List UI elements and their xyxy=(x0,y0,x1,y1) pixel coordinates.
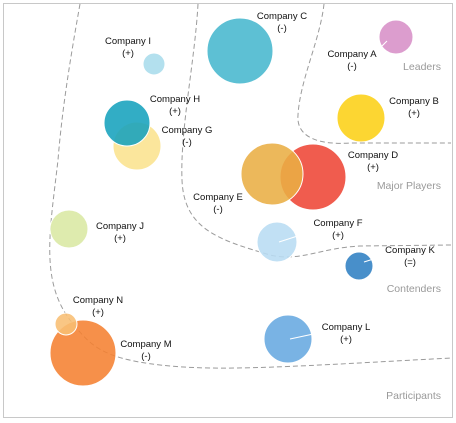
trend-company-h: (+) xyxy=(169,106,181,117)
label-company-n: Company N xyxy=(73,295,123,306)
label-company-d: Company D xyxy=(348,150,398,161)
label-company-l: Company L xyxy=(322,322,371,333)
bubble-company-j[interactable] xyxy=(49,209,89,249)
zone-label-participants: Participants xyxy=(386,390,441,402)
label-company-f: Company F xyxy=(313,218,362,229)
bubble-company-a[interactable] xyxy=(378,19,414,55)
label-company-m: Company M xyxy=(120,339,171,350)
labels-layer: Company A(-)Company B(+)Company C(-)Comp… xyxy=(73,11,439,362)
label-company-c: Company C xyxy=(257,11,307,22)
zone-label-leaders: Leaders xyxy=(403,61,441,73)
bubble-company-h[interactable] xyxy=(103,99,151,147)
label-company-e: Company E xyxy=(193,192,243,203)
label-company-b: Company B xyxy=(389,96,439,107)
trend-company-j: (+) xyxy=(114,233,126,244)
bubble-company-m[interactable] xyxy=(49,319,117,387)
bubble-company-i[interactable] xyxy=(142,52,166,76)
trend-company-a: (-) xyxy=(347,61,357,72)
trend-company-e: (-) xyxy=(213,204,223,215)
label-company-a: Company A xyxy=(327,49,377,60)
zone-label-major-players: Major Players xyxy=(377,180,441,192)
trend-company-d: (+) xyxy=(367,162,379,173)
trend-company-c: (-) xyxy=(277,23,287,34)
label-company-h: Company H xyxy=(150,94,200,105)
trend-company-n: (+) xyxy=(92,307,104,318)
trend-company-i: (+) xyxy=(122,48,134,59)
trend-company-l: (+) xyxy=(340,334,352,345)
leader-lines-layer xyxy=(278,40,388,340)
trend-company-m: (-) xyxy=(141,351,151,362)
boundary-leaders xyxy=(297,3,451,144)
bubble-company-l[interactable] xyxy=(263,314,313,364)
bubble-company-e[interactable] xyxy=(240,142,304,206)
bubble-company-c[interactable] xyxy=(206,17,274,85)
bubbles-layer xyxy=(49,17,414,387)
bubble-company-n[interactable] xyxy=(54,312,78,336)
trend-company-b: (+) xyxy=(408,108,420,119)
trend-company-k: (=) xyxy=(404,257,416,268)
leader-line-company-a xyxy=(379,40,388,49)
label-company-i: Company I xyxy=(105,36,151,47)
label-company-j: Company J xyxy=(96,221,144,232)
leader-line-company-l xyxy=(289,332,319,340)
label-company-k: Company K xyxy=(385,245,435,256)
zone-label-contenders: Contenders xyxy=(387,283,441,295)
leader-line-company-f xyxy=(278,231,311,243)
bubble-company-k[interactable] xyxy=(344,251,374,281)
bubble-company-b[interactable] xyxy=(336,93,386,143)
trend-company-g: (-) xyxy=(182,137,192,148)
trend-company-f: (+) xyxy=(332,230,344,241)
label-company-g: Company G xyxy=(162,125,213,136)
bubble-company-f[interactable] xyxy=(256,221,298,263)
leader-line-company-k xyxy=(363,255,384,263)
